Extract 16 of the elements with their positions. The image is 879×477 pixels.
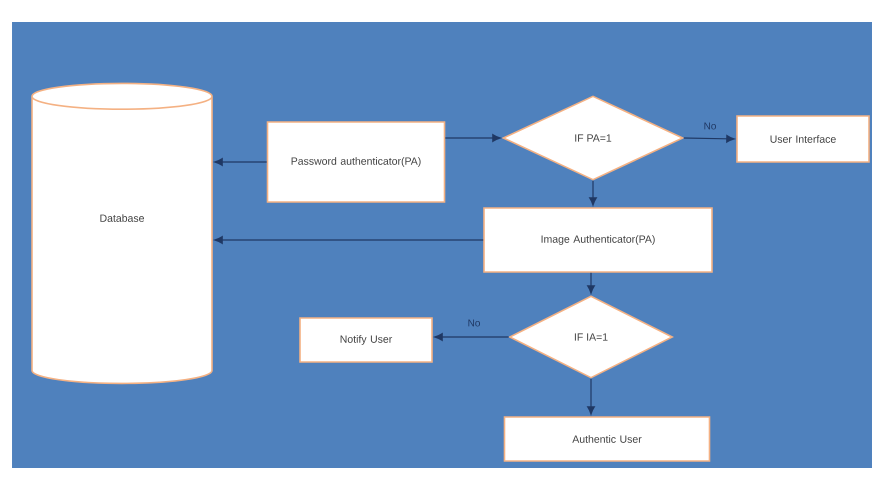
process-box: Notify User bbox=[299, 317, 433, 363]
process-box: Password authenticator(PA) bbox=[266, 121, 446, 203]
arrow bbox=[214, 158, 267, 166]
arrow bbox=[214, 236, 484, 244]
arrow bbox=[587, 378, 595, 415]
database-cylinder: Database bbox=[31, 82, 213, 384]
arrow bbox=[587, 272, 595, 294]
process-box: Authentic User bbox=[504, 416, 710, 462]
arrow bbox=[434, 333, 509, 341]
arrow bbox=[445, 134, 501, 142]
edge-label: No bbox=[704, 122, 716, 130]
process-box: User Interface bbox=[736, 115, 870, 163]
edge-label: No bbox=[468, 320, 480, 326]
process-box: Image Authenticator(PA) bbox=[483, 207, 713, 273]
arrow bbox=[589, 180, 597, 206]
arrow bbox=[684, 134, 735, 143]
